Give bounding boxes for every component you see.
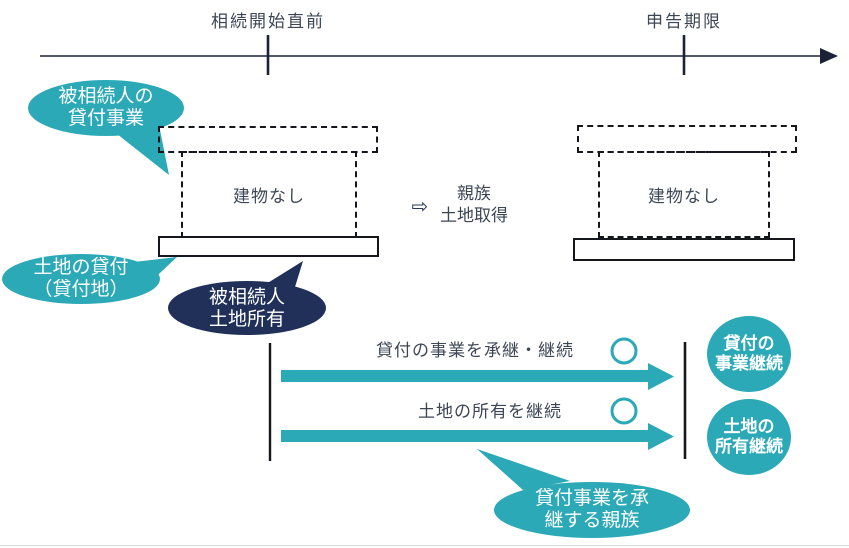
badge-business-line1: 貸付の bbox=[723, 334, 775, 353]
condition-arrow-business bbox=[281, 363, 674, 390]
condition-ok-circle-business bbox=[610, 337, 638, 365]
bubble-heir bbox=[494, 482, 690, 538]
badge-ownership-line1: 土地の bbox=[723, 417, 775, 436]
left-building-label: 建物なし bbox=[233, 187, 305, 206]
timeline-label-start: 相続開始直前 bbox=[211, 12, 325, 31]
right-roof-dashed-box bbox=[577, 125, 797, 153]
bubble-decedent-business-text: 被相続人の 貸付事業 bbox=[31, 86, 181, 130]
bubble-decedent-ownership-text: 被相続人 土地所有 bbox=[172, 287, 322, 331]
right-building-label: 建物なし bbox=[648, 187, 720, 206]
badge-business-continuation bbox=[707, 316, 791, 392]
bubble-land-lease-line1: 土地の貸付 bbox=[33, 257, 129, 278]
condition-label-business: 貸付の事業を承継・継続 bbox=[376, 341, 574, 360]
bubble-heir-tail bbox=[477, 449, 570, 490]
condition-arrow-ownership bbox=[281, 423, 674, 450]
badge-ownership-continuation bbox=[707, 399, 791, 475]
bubble-heir-text: 貸付事業を承 継する親族 bbox=[492, 488, 692, 532]
right-building-dashed-box bbox=[598, 151, 770, 238]
right-land-bar bbox=[573, 238, 795, 261]
badge-business-line2: 事業継続 bbox=[715, 354, 783, 373]
left-land-bar bbox=[158, 236, 379, 257]
badge-ownership-line2: 所有継続 bbox=[715, 437, 783, 456]
bottom-divider bbox=[0, 545, 849, 546]
bubble-decedent-ownership bbox=[168, 281, 326, 335]
bubble-decedent-ownership-line1: 被相続人 bbox=[208, 287, 285, 308]
bubble-heir-line1: 貸付事業を承 bbox=[534, 488, 649, 509]
transfer-text: 親族土地取得 bbox=[414, 183, 534, 227]
condition-ok-circle-ownership bbox=[610, 397, 638, 425]
bubble-decedent-business-line2: 貸付事業 bbox=[67, 108, 144, 129]
badge-business-continuation-text: 貸付の 事業継続 bbox=[707, 334, 791, 374]
left-roof-dashed-box bbox=[158, 126, 378, 153]
transfer-line2: 土地取得 bbox=[440, 206, 508, 225]
bubble-heir-line2: 継する親族 bbox=[544, 510, 640, 531]
badge-ownership-continuation-text: 土地の 所有継続 bbox=[707, 417, 791, 457]
bubble-land-lease-line2: （貸付地） bbox=[33, 279, 129, 300]
bubble-land-lease bbox=[2, 254, 160, 304]
timeline-label-deadline: 申告期限 bbox=[646, 12, 722, 31]
bubble-land-lease-text: 土地の貸付 （貸付地） bbox=[6, 257, 156, 301]
timeline-arrowhead-icon bbox=[820, 48, 838, 64]
condition-label-ownership: 土地の所有を継続 bbox=[418, 402, 562, 421]
transfer-line1: 親族 bbox=[457, 184, 491, 203]
bubble-decedent-ownership-line2: 土地所有 bbox=[208, 309, 285, 330]
bubble-decedent-business bbox=[28, 80, 184, 136]
transfer-arrow-icon: ⇨ bbox=[411, 196, 429, 218]
bubble-decedent-business-line1: 被相続人の bbox=[58, 86, 154, 107]
